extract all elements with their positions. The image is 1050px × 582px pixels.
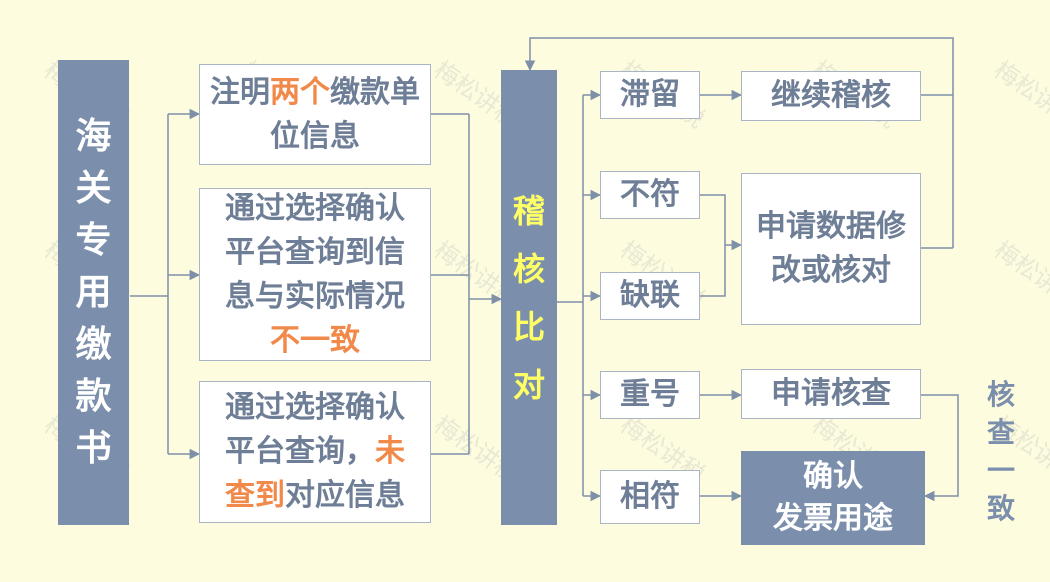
result-stranded-box: 滞留 bbox=[600, 71, 700, 119]
audit-title-char: 核 bbox=[512, 249, 545, 288]
apply-check-box: 申请核查 bbox=[741, 369, 921, 419]
annotate-highlight: 两个 bbox=[270, 74, 330, 110]
result-mismatch-box: 不符 bbox=[600, 171, 700, 219]
left-title-char: 海 bbox=[75, 115, 112, 157]
connector-mismatch-missing bbox=[700, 194, 726, 297]
result-duplicate-box: 重号 bbox=[600, 371, 700, 419]
arrow-check-to-confirm bbox=[921, 394, 959, 502]
confirm-line: 发票用途 bbox=[773, 501, 893, 536]
notfound-line: 通过选择确认 bbox=[225, 390, 405, 425]
result-match-box: 相符 bbox=[600, 470, 700, 524]
left-title-char: 书 bbox=[75, 427, 112, 469]
mismatch-line: 通过选择确认 bbox=[225, 190, 405, 226]
customs-payment-certificate: 海 关 专 用 缴 款 书 bbox=[58, 60, 129, 525]
continue-audit-box: 继续稽核 bbox=[741, 71, 921, 121]
mismatch-line: 平台查询到信 bbox=[225, 234, 405, 270]
left-title-char: 用 bbox=[75, 271, 112, 313]
annotate-two-payer-box: 注明两个缴款单位信息 bbox=[199, 64, 431, 165]
left-title-char: 关 bbox=[75, 167, 112, 209]
query-not-found-box: 通过选择确认 平台查询，未 查到对应信息 bbox=[199, 381, 431, 523]
left-title-char: 缴 bbox=[75, 323, 112, 365]
side-label-char: 查 bbox=[986, 416, 1015, 449]
arrow-loop-to-audit bbox=[524, 37, 954, 248]
notfound-highlight: 未 bbox=[375, 434, 405, 469]
left-title-char: 专 bbox=[75, 219, 112, 261]
annotate-text: 注明 bbox=[210, 74, 270, 110]
apply-data-modify-box: 申请数据修改或核对 bbox=[741, 173, 921, 325]
audit-title-char: 稽 bbox=[512, 191, 545, 230]
audit-compare-box: 稽 核 比 对 bbox=[501, 70, 557, 525]
notfound-text: 平台查询， bbox=[225, 434, 375, 469]
confirm-line: 确认 bbox=[803, 459, 863, 494]
query-mismatch-box: 通过选择确认 平台查询到信 息与实际情况 不一致 bbox=[199, 188, 431, 361]
notfound-highlight: 查到 bbox=[225, 478, 285, 513]
audit-title-char: 比 bbox=[512, 307, 545, 346]
audit-title-char: 对 bbox=[512, 365, 545, 404]
side-label-char: 一 bbox=[986, 454, 1015, 487]
mismatch-line: 息与实际情况 bbox=[225, 278, 405, 314]
side-label-char: 致 bbox=[986, 492, 1015, 525]
mismatch-highlight: 不一致 bbox=[270, 322, 360, 358]
side-label-char: 核 bbox=[986, 378, 1015, 411]
left-title-char: 款 bbox=[75, 375, 112, 417]
check-consistent-label: 核 查 一 致 bbox=[981, 376, 1021, 528]
result-missing-box: 缺联 bbox=[600, 272, 700, 320]
notfound-text: 对应信息 bbox=[285, 478, 405, 513]
annotate-text: 缴款单位信息 bbox=[270, 74, 420, 154]
confirm-invoice-use-box: 确认 发票用途 bbox=[741, 451, 925, 545]
